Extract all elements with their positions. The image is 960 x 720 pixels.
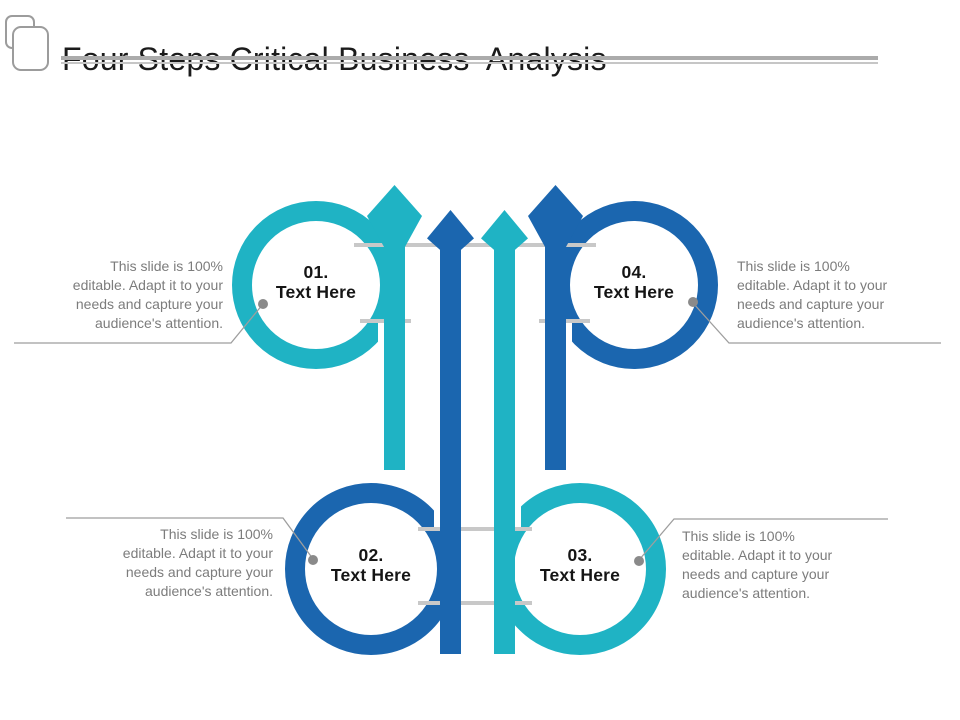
description-top-right[interactable]: This slide is 100% editable. Adapt it to… (737, 258, 888, 331)
up-arrow-shaft-01 (384, 236, 405, 470)
up-arrow-shaft-02 (440, 242, 461, 654)
step-label-04[interactable]: 04.Text Here (554, 262, 714, 306)
crossing-dash (354, 243, 596, 247)
step-label-01[interactable]: 01.Text Here (236, 262, 396, 306)
step-number: 03. (567, 545, 593, 565)
up-arrow-shaft-03 (494, 242, 515, 654)
leader-dot-01 (258, 299, 268, 309)
step-number: 04. (621, 262, 647, 282)
step-text: Text Here (593, 282, 675, 302)
step-text: Text Here (539, 565, 621, 585)
leader-line-03 (638, 518, 888, 561)
leader-dot-02 (308, 555, 318, 565)
leader-line-01 (14, 303, 264, 344)
step-text: Text Here (330, 565, 412, 585)
title-underline-thin (61, 62, 878, 64)
crossing-dash (418, 527, 532, 531)
leader-line-04 (692, 302, 941, 344)
crossing-dash (418, 601, 532, 605)
step-number: 01. (303, 262, 329, 282)
leader-line-02 (66, 517, 314, 560)
step-text: Text Here (275, 282, 357, 302)
description-top-left[interactable]: This slide is 100% editable. Adapt it to… (72, 258, 223, 331)
title-underline-thick (61, 56, 878, 60)
step-label-02[interactable]: 02.Text Here (291, 545, 451, 589)
leader-dot-03 (634, 556, 644, 566)
step-label-03[interactable]: 03.Text Here (500, 545, 660, 589)
description-bottom-right[interactable]: This slide is 100% editable. Adapt it to… (682, 528, 833, 601)
up-arrow-shaft-04 (545, 236, 566, 470)
step-number: 02. (358, 545, 384, 565)
leader-dot-04 (688, 297, 698, 307)
description-bottom-left[interactable]: This slide is 100% editable. Adapt it to… (122, 526, 273, 599)
overlapping-rounded-squares-logo-icon (12, 26, 49, 71)
